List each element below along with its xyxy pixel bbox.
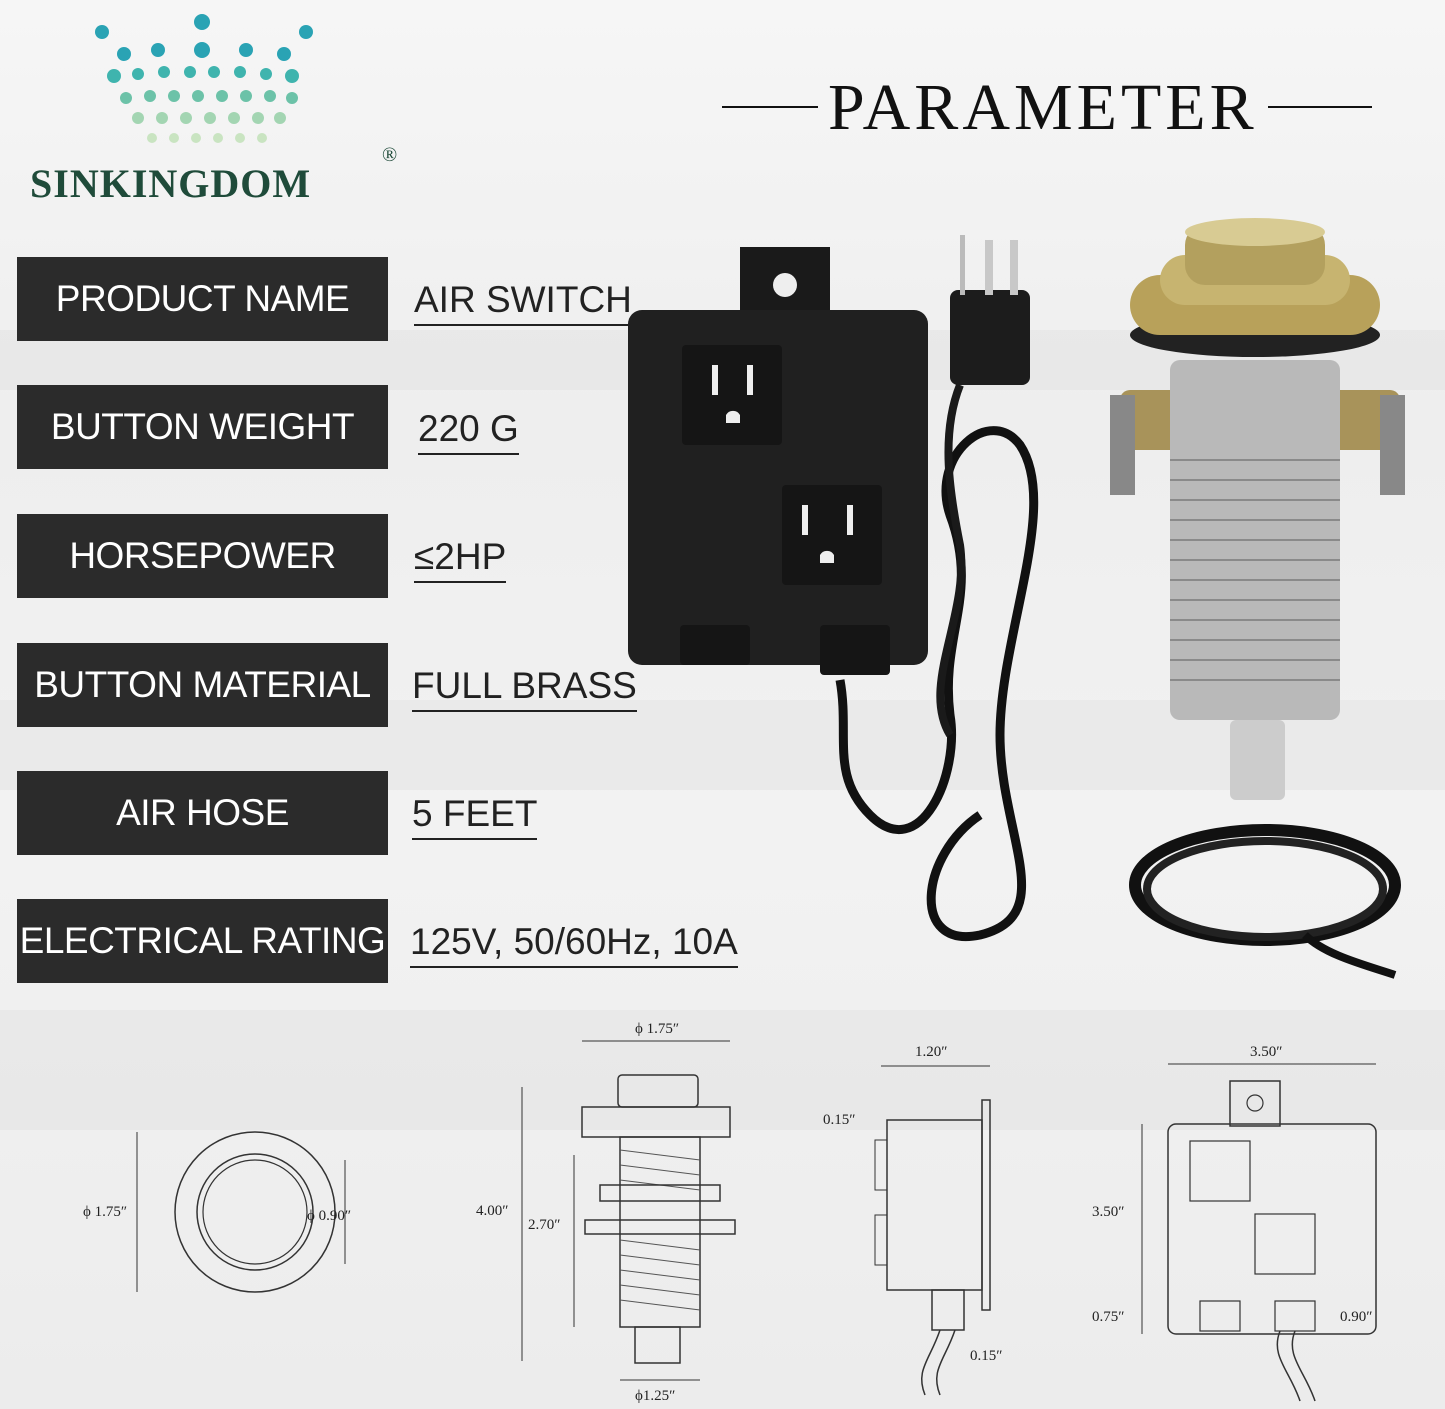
- heading-rule-left: [722, 106, 818, 108]
- button-side-drawing: ϕ 1.75″ 4.00″ 2.70″ ϕ1.25″: [476, 1021, 736, 1404]
- dim-box-width: 3.50″: [1250, 1044, 1283, 1060]
- spec-value-air-hose: 5 FEET: [412, 792, 538, 840]
- parameter-heading: PARAMETER: [722, 70, 1372, 144]
- crown-icon: [95, 14, 313, 143]
- control-box-image: [628, 235, 1039, 942]
- heading-rule-right: [1268, 106, 1372, 108]
- dim-top-outer: ϕ 1.75″: [83, 1204, 127, 1220]
- button-top-view-drawing: ϕ 1.75″ ϕ 0.90″: [83, 1131, 351, 1293]
- spec-label-button-material: BUTTON MATERIAL: [17, 643, 388, 727]
- heading-text: PARAMETER: [828, 71, 1258, 144]
- spec-label-electrical-rating: ELECTRICAL RATING: [17, 899, 388, 983]
- dim-button-bottom: ϕ1.25″: [635, 1388, 675, 1404]
- dim-button-height: 4.00″: [476, 1203, 509, 1219]
- spec-label-horsepower: HORSEPOWER: [17, 514, 388, 598]
- dim-box-depth: 1.20″: [915, 1044, 948, 1060]
- brand-logo: SINKINGDOM ®: [14, 10, 414, 206]
- spec-value-electrical-rating: 125V, 50/60Hz, 10A: [410, 920, 738, 968]
- spec-value-button-material: FULL BRASS: [412, 664, 637, 712]
- dim-gland-left: 0.75″: [1092, 1309, 1125, 1325]
- air-hose-image: [1129, 824, 1401, 979]
- spec-value-product-name: AIR SWITCH: [414, 278, 632, 326]
- dim-thread-height: 2.70″: [528, 1217, 561, 1233]
- dim-gland-right: 0.90″: [1340, 1309, 1373, 1325]
- box-side-drawing: 1.20″ 0.15″ 0.15″: [823, 1044, 1003, 1396]
- dim-box-flange: 0.15″: [823, 1112, 856, 1128]
- dim-box-bottom: 0.15″: [970, 1348, 1003, 1364]
- brand-name: SINKINGDOM: [30, 161, 312, 206]
- air-button-image: [1110, 218, 1405, 800]
- dim-top-inner: ϕ 0.90″: [307, 1208, 351, 1224]
- registered-mark: ®: [382, 144, 398, 166]
- spec-label-product-name: PRODUCT NAME: [17, 257, 388, 341]
- spec-value-button-weight: 220 G: [418, 407, 519, 455]
- spec-value-horsepower: ≤2HP: [414, 535, 507, 583]
- box-front-drawing: 3.50″ 3.50″ 0.75″ 0.90″: [1092, 1044, 1377, 1402]
- spec-label-button-weight: BUTTON WEIGHT: [17, 385, 388, 469]
- dim-button-top: ϕ 1.75″: [635, 1021, 679, 1037]
- dim-box-height: 3.50″: [1092, 1204, 1125, 1220]
- spec-label-air-hose: AIR HOSE: [17, 771, 388, 855]
